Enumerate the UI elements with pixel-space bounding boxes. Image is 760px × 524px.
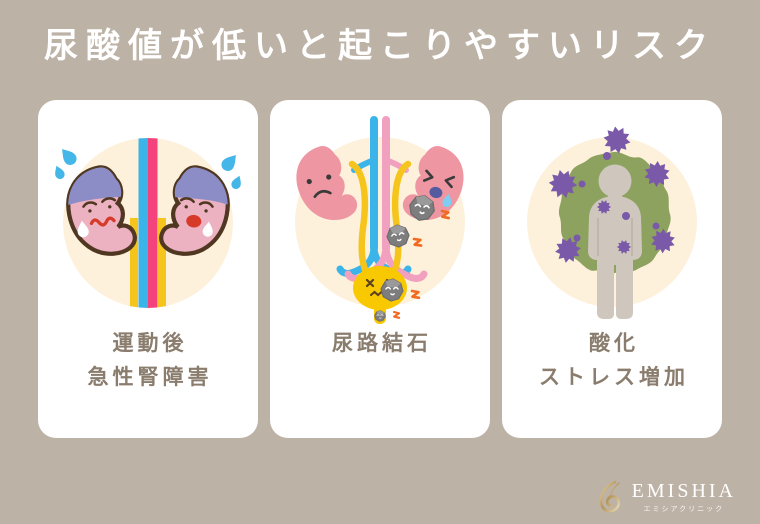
- brand-logo: EMISHIA エミシアクリニック: [599, 480, 736, 514]
- crying-kidneys-icon: [52, 138, 244, 308]
- card-oxidative-stress: 酸化 ストレス増加: [502, 100, 722, 438]
- urinary-tract-with-stones-icon: [289, 116, 471, 324]
- brand-text: EMISHIA エミシアクリニック: [632, 480, 736, 514]
- page-title: 尿酸値が低いと起こりやすいリスク: [44, 27, 716, 65]
- body-with-free-radicals-icon: [527, 124, 697, 319]
- infographic-page: { "page": { "title": "尿酸値が低いと起こりやすいリスク",…: [0, 24, 760, 524]
- risk-cards-row: 運動後 急性腎障害: [0, 100, 760, 438]
- card-label: 酸化 ストレス増加: [535, 327, 689, 395]
- card-label-line: 尿路結石: [332, 332, 432, 355]
- card-label-line: ストレス増加: [539, 366, 689, 389]
- renal-vessels: [130, 138, 166, 308]
- right-kidney-icon: [400, 141, 471, 228]
- card-label: 運動後 急性腎障害: [84, 327, 213, 395]
- brand-subtitle: エミシアクリニック: [643, 506, 725, 513]
- human-silhouette: [588, 164, 642, 319]
- card-label-line: 急性腎障害: [87, 366, 213, 389]
- arm-seams: [597, 218, 633, 256]
- card-label-line: 運動後: [112, 332, 188, 355]
- card-post-exercise-kidney-injury: 運動後 急性腎障害: [38, 100, 258, 438]
- left-kidney-icon: [289, 141, 360, 228]
- brand-name: EMISHIA: [631, 480, 736, 502]
- gold-leaf-swirl-icon: [599, 480, 620, 513]
- free-radical-icons: [547, 124, 679, 265]
- card-urinary-tract-stones: 尿路結石: [270, 100, 490, 438]
- card-label: 尿路結石: [328, 327, 432, 361]
- card-label-line: 酸化: [589, 332, 639, 355]
